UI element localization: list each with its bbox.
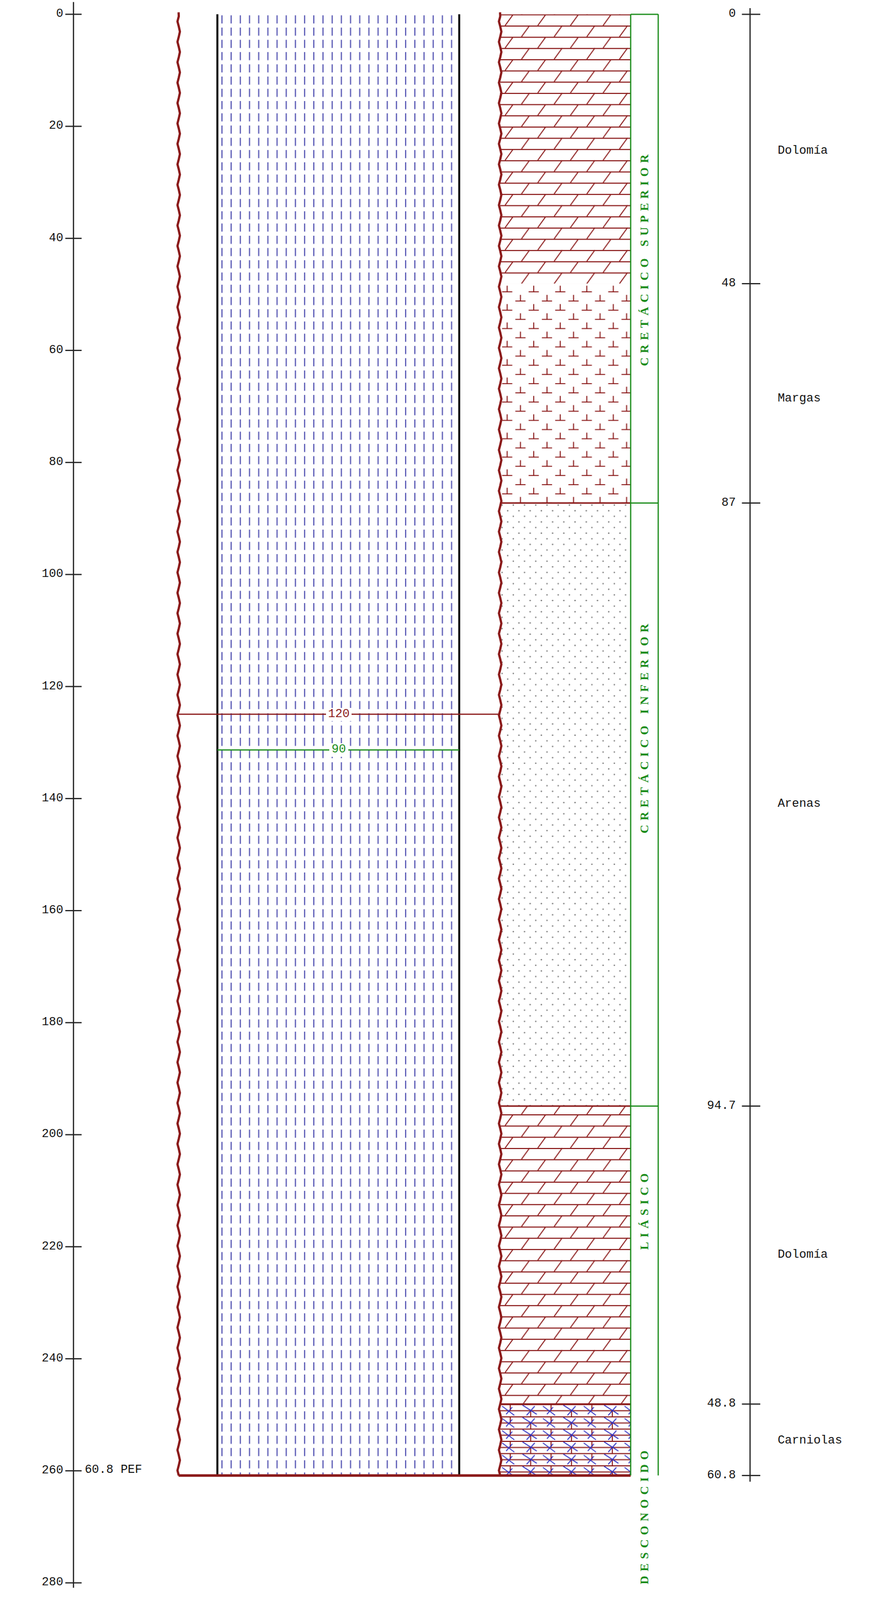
depth-label: 240: [41, 1352, 64, 1366]
scale-tick: [741, 502, 761, 504]
thickness-label: 48.8: [706, 1397, 736, 1411]
depth-tick: [65, 910, 82, 912]
lithology-name: Arenas: [777, 797, 821, 811]
depth-tick: [65, 461, 82, 463]
depth-tick: [65, 1246, 82, 1248]
stratigraphic-unit: CRETÁCICO SUPERIOR: [638, 149, 651, 367]
depth-tick: [65, 1022, 82, 1024]
depth-label: 260: [41, 1464, 64, 1478]
depth-label: 0: [55, 7, 64, 21]
thickness-label: 60.8: [706, 1469, 736, 1483]
depth-label: 80: [48, 455, 64, 469]
depth-label: 220: [41, 1240, 64, 1254]
lithology-name: Dolomía: [777, 144, 828, 158]
lithology-name: Carniolas: [777, 1434, 843, 1448]
scale-tick: [741, 1475, 761, 1477]
stratigraphic-unit: LIÁSICO: [638, 1168, 651, 1250]
borehole-wall: [498, 12, 502, 1476]
marker-label: 120: [326, 707, 353, 722]
depth-tick: [65, 1582, 82, 1584]
unit-name: CRETÁCICO INFERIOR: [638, 619, 651, 834]
thickness-label: 87: [721, 496, 736, 510]
stratigraphic-unit: DESCONOCIDO: [638, 1446, 651, 1585]
scale-tick: [741, 13, 761, 15]
depth-label: 180: [41, 1016, 64, 1030]
depth-tick: [65, 13, 82, 15]
depth-tick: [65, 125, 82, 127]
unit-name: LIÁSICO: [638, 1168, 651, 1250]
thickness-label: 94.7: [706, 1099, 736, 1113]
depth-tick: [65, 1133, 82, 1136]
depth-tick: [65, 237, 82, 240]
depth-label: 280: [41, 1576, 64, 1590]
depth-tick: [65, 1358, 82, 1360]
scale-tick: [741, 1403, 761, 1405]
thickness-label: 48: [721, 277, 736, 291]
depth-label: 160: [41, 904, 64, 918]
depth-label: 140: [41, 792, 64, 806]
depth-tick: [65, 573, 82, 575]
depth-label: 60: [48, 343, 64, 357]
depth-label: 100: [41, 567, 64, 581]
scale-tick: [741, 1105, 761, 1107]
stratigraphic-unit: CRETÁCICO INFERIOR: [638, 619, 651, 834]
depth-label: 40: [48, 232, 64, 246]
lithology-name: Margas: [777, 392, 821, 406]
depth-tick: [65, 686, 82, 688]
depth-tick: [65, 1470, 82, 1472]
marker-label: 90: [329, 743, 348, 757]
lithology-name: Dolomía: [777, 1248, 828, 1262]
scale-tick: [741, 283, 761, 285]
depth-label: 200: [41, 1128, 64, 1142]
thickness-label: 0: [728, 7, 736, 21]
depth-tick: [65, 349, 82, 352]
unit-name: DESCONOCIDO: [638, 1446, 651, 1585]
depth-tick: [65, 798, 82, 800]
total-depth-label: 60.8 PEF: [84, 1463, 143, 1477]
depth-label: 20: [48, 119, 64, 133]
borehole-wall: [177, 12, 181, 1476]
unit-name: CRETÁCICO SUPERIOR: [638, 149, 651, 367]
depth-label: 120: [41, 680, 64, 694]
